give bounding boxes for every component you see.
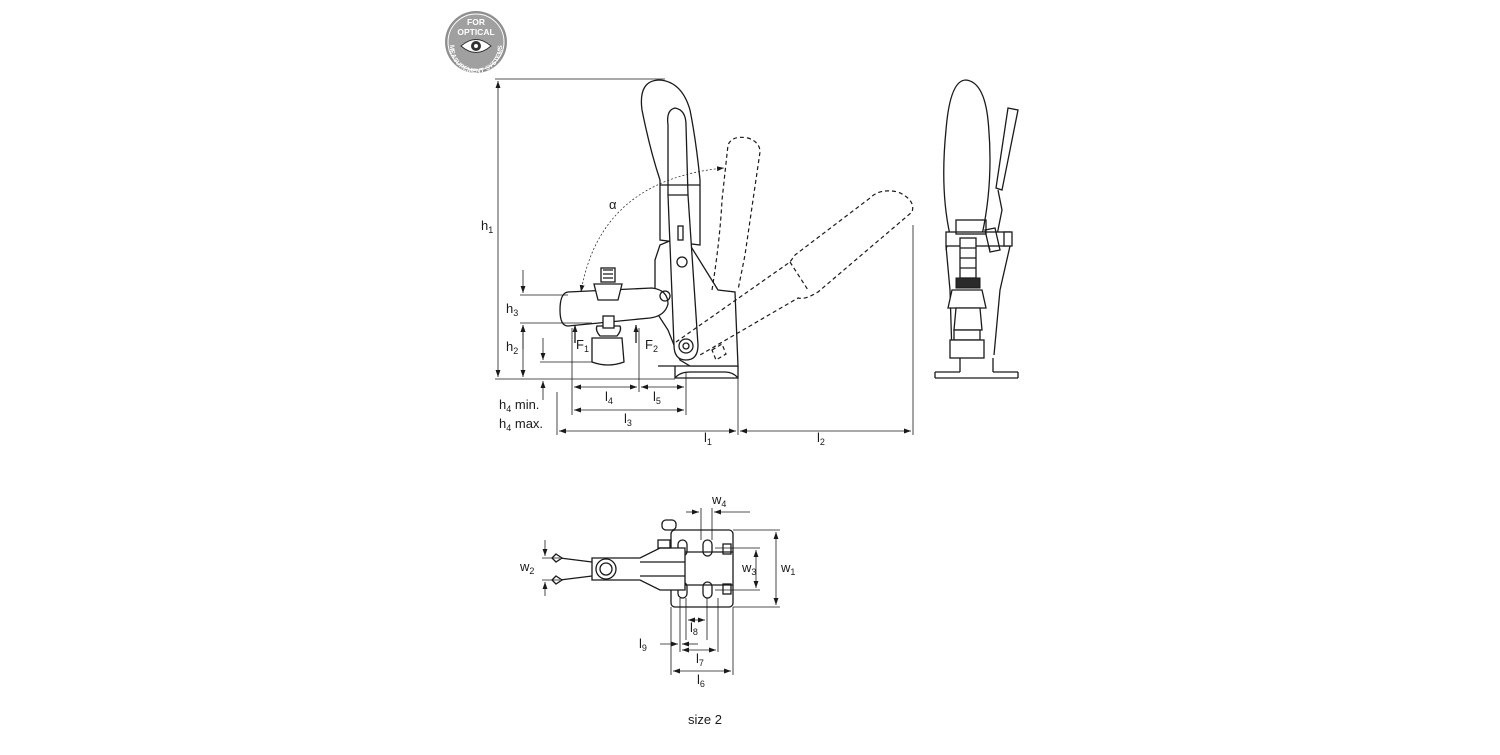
label-w3: w3 xyxy=(741,560,756,577)
label-l7: l7 xyxy=(696,651,704,668)
label-l1: l1 xyxy=(704,430,712,447)
alpha-angle-arc xyxy=(579,166,725,293)
label-l9: l9 xyxy=(639,636,647,653)
label-l2: l2 xyxy=(817,430,825,447)
label-w1: w1 xyxy=(780,560,795,577)
optical-measurement-badge: FOR OPTICAL MEASUREMENT SYSTEMS xyxy=(445,11,507,75)
label-l4: l4 xyxy=(605,389,613,406)
clamp-side-view xyxy=(559,79,914,379)
label-w4: w4 xyxy=(711,492,726,509)
dimensions-side xyxy=(495,78,914,435)
clamp-top-view xyxy=(551,519,734,608)
label-l8: l8 xyxy=(690,620,698,637)
dimensions-top xyxy=(542,508,780,675)
label-h3: h3 xyxy=(506,301,518,318)
label-F1: F1 xyxy=(576,337,589,354)
handle-open-dashed xyxy=(675,136,914,361)
clamp-front-view xyxy=(934,79,1019,379)
label-h4-max: h4 max. xyxy=(499,416,543,433)
eye-icon xyxy=(460,39,492,53)
label-l6: l6 xyxy=(697,672,705,689)
label-h1: h1 xyxy=(481,218,493,235)
label-F2: F2 xyxy=(645,337,658,354)
label-h2: h2 xyxy=(506,339,518,356)
badge-line1: FOR xyxy=(467,17,485,27)
label-alpha: α xyxy=(609,197,617,212)
label-w2: w2 xyxy=(519,559,534,576)
clamp-arm xyxy=(559,287,669,327)
badge-line2: OPTICAL xyxy=(457,27,494,37)
dimension-labels: α h1 h3 h2 h4 min. h4 max. F1 F2 l4 l5 l… xyxy=(481,197,825,689)
label-h4-min: h4 min. xyxy=(499,397,539,414)
label-l5: l5 xyxy=(653,389,661,406)
label-l3: l3 xyxy=(624,411,632,428)
size-caption: size 2 xyxy=(688,712,722,727)
